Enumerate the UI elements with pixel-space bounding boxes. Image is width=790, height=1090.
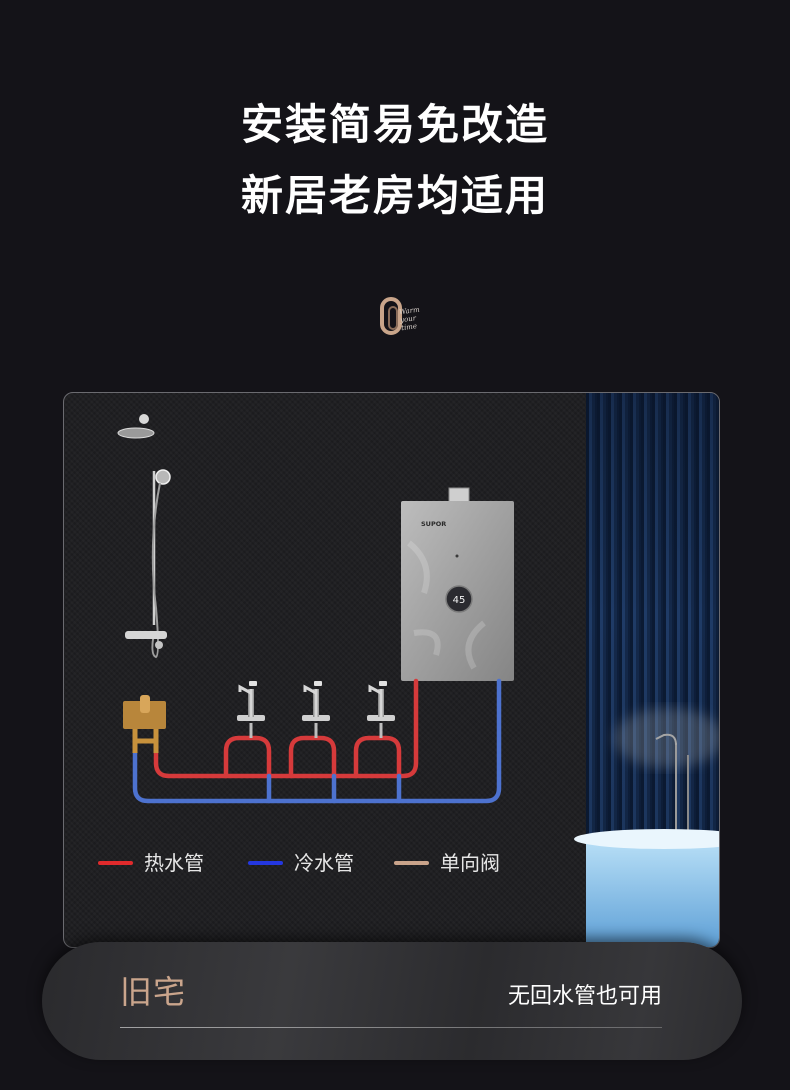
old-house-card: 旧宅 无回水管也可用 <box>42 942 742 1060</box>
plumbing-diagram: SUPOR 45 <box>117 414 719 947</box>
card-divider <box>120 1027 662 1028</box>
faucet-base <box>367 715 395 721</box>
bathtub <box>574 708 719 947</box>
shower-mixer <box>125 631 167 639</box>
hot-branch-faucet-2 <box>288 735 337 779</box>
legend-swatch-hot <box>98 861 133 865</box>
faucet-spout <box>368 684 382 695</box>
water-heater: SUPOR 45 <box>401 487 514 681</box>
faucet-3 <box>367 681 395 738</box>
shower-rod-cap <box>139 414 149 424</box>
tub-rim <box>574 829 719 849</box>
valve-handle <box>140 695 150 713</box>
faucet-handle <box>379 681 387 686</box>
faucet-spout <box>303 684 317 695</box>
tub-body <box>586 839 719 947</box>
steam-cloud <box>614 708 719 768</box>
cold-main-pipe <box>132 678 502 804</box>
faucet-handle <box>249 681 257 686</box>
handheld-shower-head <box>155 469 171 485</box>
cold-water-pipes <box>132 678 502 804</box>
faucet-handle <box>314 681 322 686</box>
heater-temperature: 45 <box>453 595 466 606</box>
check-valve <box>123 695 166 753</box>
faucet-spout <box>238 684 252 695</box>
heater-indicator-dot <box>455 554 459 558</box>
card-description: 无回水管也可用 <box>507 984 662 1009</box>
legend-label-cold: 冷水管 <box>294 851 354 875</box>
shower-set <box>117 414 171 659</box>
overhead-shower-head <box>117 427 155 439</box>
heater-brand: SUPOR <box>421 520 446 528</box>
legend-swatch-cold <box>248 861 283 865</box>
valve-fittings <box>132 729 159 753</box>
heater-marble-texture <box>407 540 486 670</box>
hot-main-pipe <box>153 678 419 779</box>
faucet-stem <box>248 689 254 717</box>
legend-swatch-valve <box>394 861 429 865</box>
headline-line-1: 安装简易免改造 <box>240 100 549 149</box>
logo-script-text: Warm your time <box>398 305 421 333</box>
legend-label-hot: 热水管 <box>144 851 204 875</box>
faucet-1 <box>237 681 265 738</box>
hot-branch-faucet-3 <box>353 735 402 779</box>
brand-logo: 0 Warm your time <box>376 294 436 344</box>
mixer-knob <box>155 641 163 649</box>
heater-flue-fitting <box>448 487 470 503</box>
faucet-stem <box>378 689 384 717</box>
legend-check-valve: 单向阀 <box>394 851 500 875</box>
shower-hose <box>151 482 161 659</box>
legend-cold-water: 冷水管 <box>248 851 354 875</box>
faucet-base <box>237 715 265 721</box>
valve-box <box>123 701 166 729</box>
installation-diagram-panel: SUPOR 45 <box>63 392 720 948</box>
faucet-2 <box>302 681 330 738</box>
faucet-stem <box>313 689 319 717</box>
legend-hot-water: 热水管 <box>98 851 204 875</box>
headline-line-2: 新居老房均适用 <box>240 171 549 220</box>
legend-label-valve: 单向阀 <box>440 851 500 875</box>
card-label: 旧宅 <box>120 973 187 1011</box>
faucet-base <box>302 715 330 721</box>
hot-water-pipes <box>153 678 419 779</box>
logo-numeral: 0 <box>380 297 402 335</box>
heater-display[interactable] <box>445 585 473 613</box>
hot-branch-faucet-1 <box>223 735 272 779</box>
tub-faucet-spout <box>655 733 677 746</box>
